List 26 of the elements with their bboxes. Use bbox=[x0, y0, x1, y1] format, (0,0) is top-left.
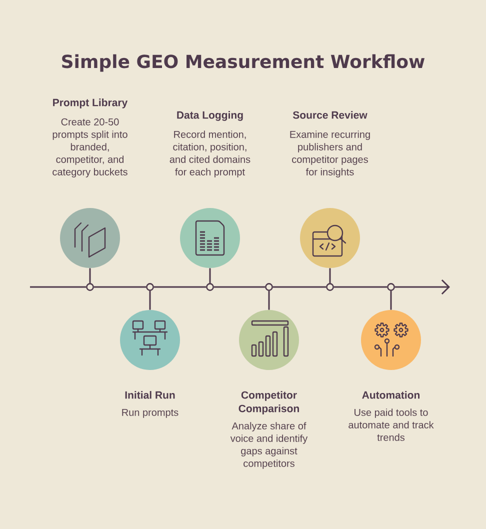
connector-line bbox=[329, 268, 331, 284]
step-description: Examine recurring publishers and competitor pages for insights bbox=[290, 130, 370, 178]
connector-line bbox=[214, 286, 266, 288]
connector-line bbox=[149, 290, 151, 310]
title: Simple GEO Measurement Workflow bbox=[62, 54, 425, 72]
step-heading: Prompt Library bbox=[53, 98, 128, 108]
step-description: Run prompts bbox=[122, 408, 178, 418]
connector-line bbox=[89, 268, 91, 284]
connector-line bbox=[272, 286, 326, 288]
step-heading: Data Logging bbox=[177, 111, 243, 121]
step-description: Use paid tools to automate and track trends bbox=[348, 408, 434, 441]
connector-line bbox=[268, 290, 270, 310]
connector-line bbox=[94, 286, 146, 288]
connector-line bbox=[334, 286, 388, 288]
step-heading: Initial Run bbox=[125, 391, 175, 399]
connector-line bbox=[209, 268, 211, 284]
arrow bbox=[394, 279, 450, 295]
step-description: Analyze share of voice and identify gaps against competitors bbox=[230, 422, 308, 469]
step-description: Create 20-50 prompts split into branded, competitor, and category buckets bbox=[52, 118, 128, 178]
step-description: Record mention, citation, position, and cited domains for each prompt bbox=[170, 130, 250, 178]
connector-line bbox=[30, 286, 86, 288]
connector-line bbox=[154, 286, 206, 288]
step-heading: Source Review bbox=[292, 111, 368, 119]
step-heading: Competitor Comparison bbox=[238, 391, 299, 414]
connector-line bbox=[390, 290, 392, 310]
step-heading: Automation bbox=[362, 391, 420, 399]
